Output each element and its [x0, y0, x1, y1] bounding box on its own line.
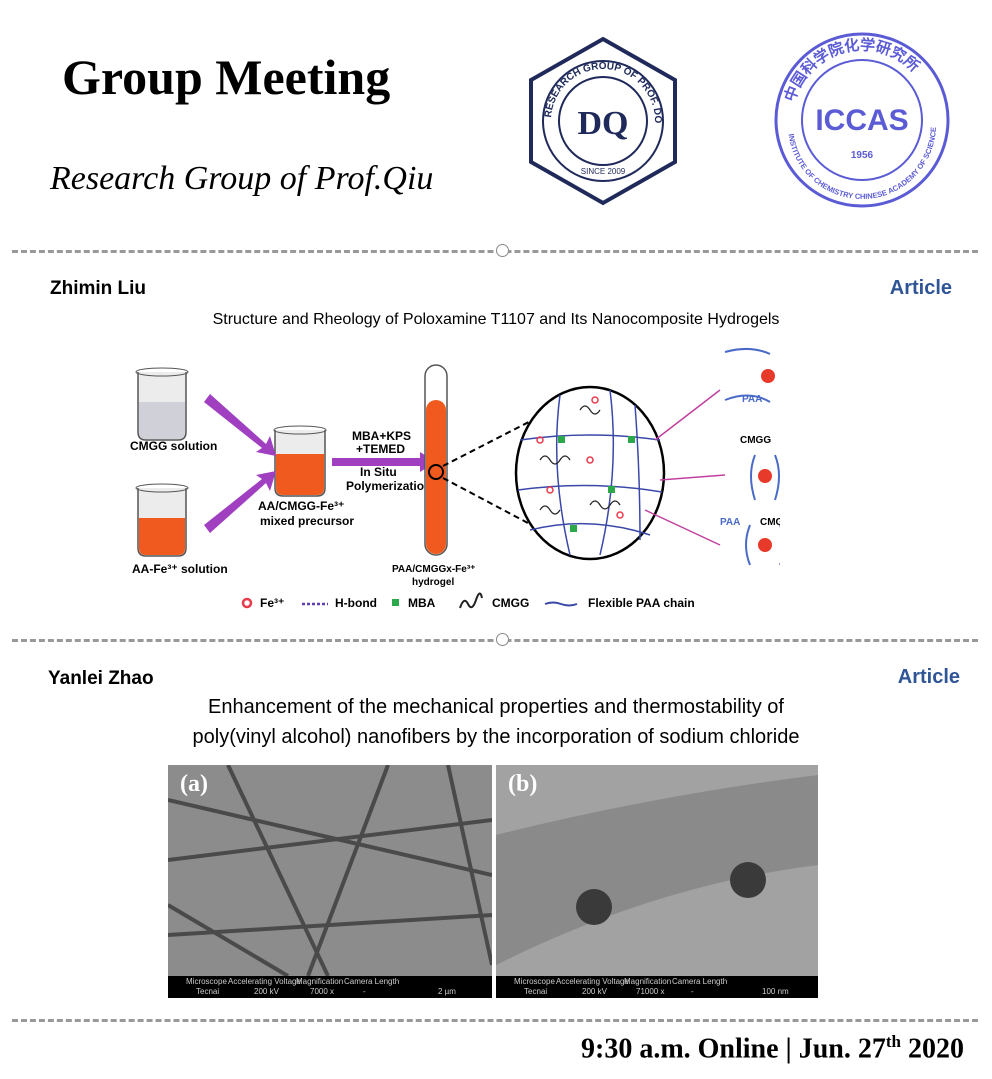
svg-text:Flexible PAA chain: Flexible PAA chain — [588, 596, 695, 610]
divider-knob — [496, 244, 509, 257]
beaker-mixed — [273, 425, 327, 497]
logo-since: SINCE 2009 — [581, 167, 626, 176]
panel-label: (a) — [180, 771, 208, 797]
presenter-name: Zhimin Liu — [50, 278, 147, 299]
logo-monogram: DQ — [578, 105, 629, 142]
svg-text:mixed precursor: mixed precursor — [260, 514, 354, 528]
svg-text:Fe³⁺: Fe³⁺ — [260, 596, 284, 610]
svg-text:CMGG solution: CMGG solution — [130, 439, 217, 453]
section-divider — [12, 639, 978, 642]
page-subtitle: Research Group of Prof.Qiu — [50, 160, 434, 197]
article-badge: Article — [889, 277, 952, 299]
svg-text:In Situ: In Situ — [360, 465, 397, 479]
svg-text:CMGG: CMGG — [740, 435, 771, 446]
divider-knob — [496, 633, 509, 646]
svg-text:Polymerization: Polymerization — [346, 479, 431, 493]
tem-image-b: (b) Microscope Accelerating Voltage Magn… — [496, 765, 818, 998]
figure-legend: Fe³⁺ H-bond MBA CMGG Flexible PAA chain — [241, 592, 695, 610]
tem-info-bar: Microscope Accelerating Voltage Magnific… — [168, 976, 492, 998]
arrows — [204, 394, 436, 533]
svg-text:CMGG: CMGG — [760, 517, 780, 528]
paper-title: Structure and Rheology of Poloxamine T11… — [212, 311, 780, 328]
svg-text:MBA+KPS: MBA+KPS — [352, 429, 411, 443]
group-logo: RESEARCH GROUP OF PROF. DONG QIU DQ SINC… — [527, 36, 677, 206]
section-divider — [12, 250, 978, 253]
svg-text:PAA/CMGGx-Fe³⁺: PAA/CMGGx-Fe³⁺ — [392, 564, 475, 575]
presenter-name: Yanlei Zhao — [48, 668, 154, 689]
nanofiber-image — [168, 765, 492, 976]
nanofiber-image — [496, 775, 818, 965]
svg-text:MBA: MBA — [408, 596, 436, 610]
panel-label: (b) — [508, 771, 538, 797]
beaker-aa-fe — [135, 483, 189, 557]
svg-text:hydrogel: hydrogel — [412, 577, 454, 588]
network-zoom — [514, 385, 666, 561]
page-title: Group Meeting — [62, 49, 391, 105]
svg-text:CMGG: CMGG — [492, 596, 529, 610]
beaker-cmgg — [135, 367, 189, 441]
tem-info-bar: Microscope Accelerating Voltage Magnific… — [496, 976, 818, 998]
svg-text:AA-Fe³⁺ solution: AA-Fe³⁺ solution — [132, 562, 228, 576]
meeting-time: 9:30 a.m. Online | Jun. 27th 2020 — [581, 1032, 964, 1065]
svg-text:PAA: PAA — [742, 394, 762, 405]
svg-text:Fe³⁺: Fe³⁺ — [750, 383, 762, 390]
paper-title-line2: poly(vinyl alcohol) nanofibers by the in… — [192, 726, 800, 748]
iccas-year: 1956 — [851, 150, 874, 161]
svg-text:+TEMED: +TEMED — [356, 442, 405, 456]
iccas-logo: 中国科学院化学研究所 INSTITUTE OF CHEMISTRY CHINES… — [772, 30, 950, 208]
tem-image-a: (a) Microscope Accelerating Voltage Magn… — [168, 765, 492, 998]
hydrogel-scheme-figure: CMGG solution AA-Fe³⁺ solution AA/CMGG-F… — [130, 348, 780, 610]
svg-text:AA/CMGG-Fe³⁺: AA/CMGG-Fe³⁺ — [258, 499, 344, 513]
svg-text:PAA: PAA — [720, 517, 740, 528]
iccas-abbr: ICCAS — [815, 104, 908, 137]
article-badge: Article — [897, 666, 960, 688]
paper-title-line1: Enhancement of the mechanical properties… — [208, 696, 784, 718]
svg-text:H-bond: H-bond — [335, 596, 377, 610]
section-divider — [12, 1019, 978, 1022]
